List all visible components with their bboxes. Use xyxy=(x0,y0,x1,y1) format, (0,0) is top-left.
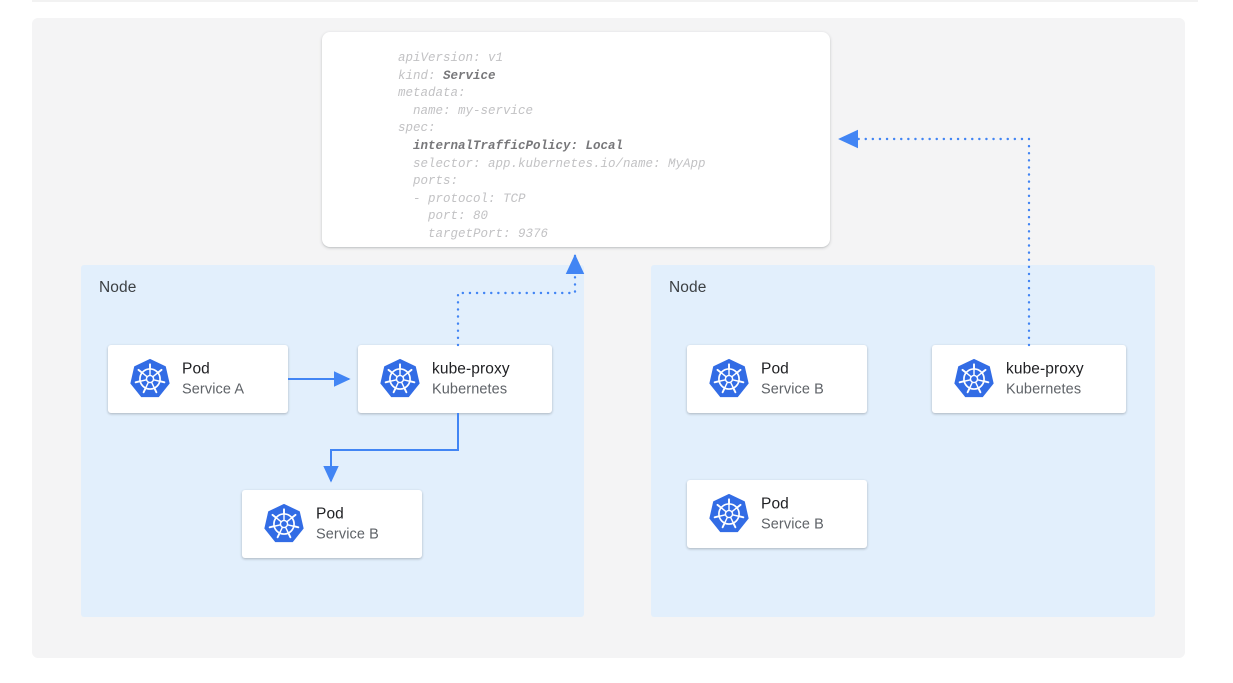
kubernetes-icon xyxy=(129,358,171,400)
card-pod-service-b-right-2[interactable]: Pod Service B xyxy=(687,480,867,548)
card-text: Pod Service B xyxy=(316,504,379,545)
card-text: Pod Service A xyxy=(182,359,244,400)
kubernetes-icon xyxy=(379,358,421,400)
card-kube-proxy-right[interactable]: kube-proxy Kubernetes xyxy=(932,345,1126,413)
node-label-left: Node xyxy=(99,279,137,296)
yaml-line: targetPort: 9376 xyxy=(398,226,549,241)
kubernetes-icon xyxy=(708,358,750,400)
yaml-line: port: 80 xyxy=(398,209,489,224)
yaml-line: selector: app.kubernetes.io/name: MyApp xyxy=(398,156,706,171)
service-manifest-yaml: apiVersion: v1 kind: Service metadata: nam… xyxy=(398,50,706,244)
kubernetes-icon xyxy=(708,493,750,535)
card-text: Pod Service B xyxy=(761,359,824,400)
card-title: Pod xyxy=(761,360,789,378)
node-panel-left: Node xyxy=(81,265,584,617)
card-title: kube-proxy xyxy=(1006,360,1084,378)
card-text: kube-proxy Kubernetes xyxy=(432,359,510,400)
card-pod-service-b-left[interactable]: Pod Service B xyxy=(242,490,422,558)
yaml-line: - protocol: TCP xyxy=(398,191,526,206)
card-text: Pod Service B xyxy=(761,494,824,535)
card-subtitle: Service B xyxy=(761,516,824,533)
yaml-line: spec: xyxy=(398,121,436,136)
node-label-right: Node xyxy=(669,279,707,296)
yaml-emphasis: Service xyxy=(443,68,496,83)
card-title: kube-proxy xyxy=(432,360,510,378)
yaml-line: internalTrafficPolicy: Local xyxy=(398,138,706,156)
yaml-line: name: my-service xyxy=(398,103,534,118)
card-pod-service-a[interactable]: Pod Service A xyxy=(108,345,288,413)
kubernetes-icon xyxy=(953,358,995,400)
card-title: Pod xyxy=(761,495,789,513)
service-manifest-card: apiVersion: v1 kind: Service metadata: nam… xyxy=(322,32,830,247)
card-subtitle: Service B xyxy=(761,381,824,398)
kubernetes-icon xyxy=(263,503,305,545)
card-subtitle: Kubernetes xyxy=(432,381,508,398)
yaml-line: metadata: xyxy=(398,86,466,101)
yaml-line: ports: xyxy=(398,174,459,189)
card-subtitle: Service B xyxy=(316,526,379,543)
top-divider xyxy=(32,0,1198,2)
card-title: Pod xyxy=(182,360,210,378)
card-subtitle: Service A xyxy=(182,381,245,398)
yaml-line: apiVersion: v1 xyxy=(398,51,504,65)
card-subtitle: Kubernetes xyxy=(1006,381,1082,398)
card-kube-proxy-left[interactable]: kube-proxy Kubernetes xyxy=(358,345,552,413)
card-pod-service-b-right-1[interactable]: Pod Service B xyxy=(687,345,867,413)
card-text: kube-proxy Kubernetes xyxy=(1006,359,1084,400)
yaml-line: kind: Service xyxy=(398,68,496,83)
node-panel-right: Node xyxy=(651,265,1155,617)
yaml-emphasis: internalTrafficPolicy: Local xyxy=(413,138,624,153)
card-title: Pod xyxy=(316,505,344,523)
